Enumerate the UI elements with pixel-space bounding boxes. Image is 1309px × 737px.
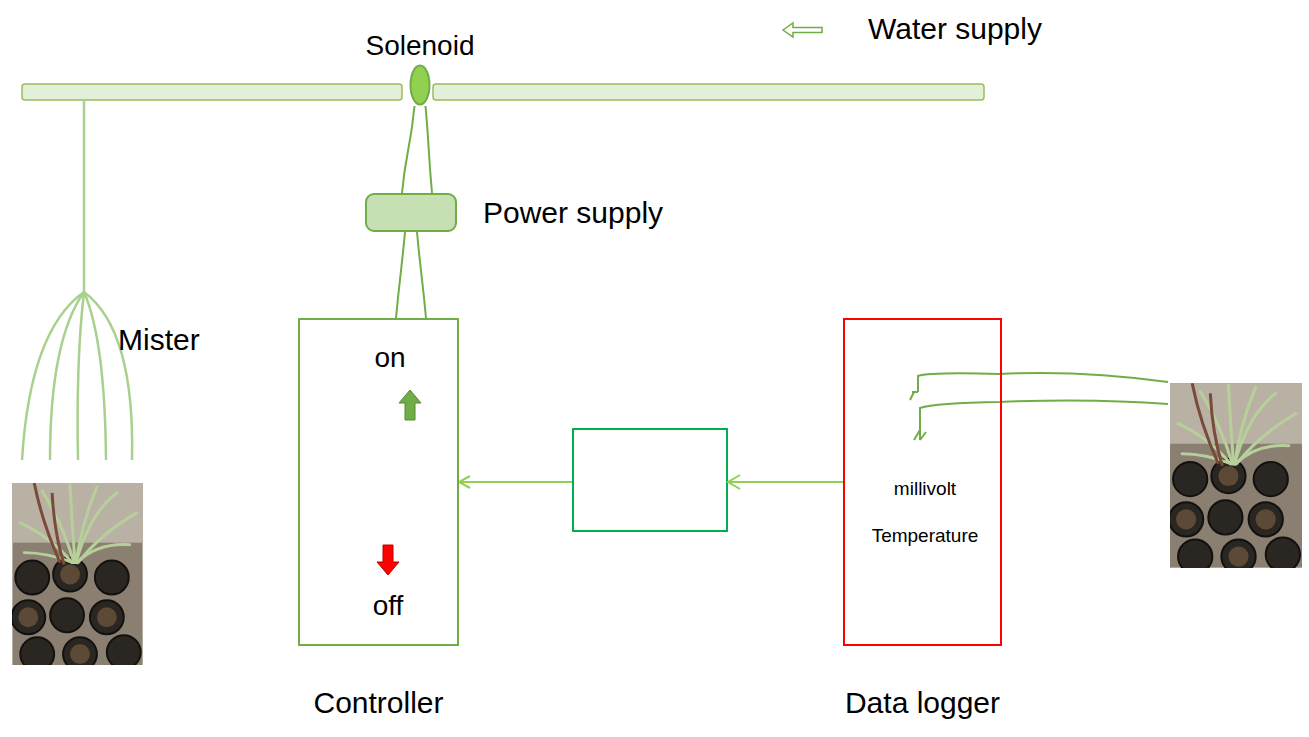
state-label: on xyxy=(374,342,405,374)
power-supply-box: Power supply xyxy=(365,193,457,232)
solenoid-valve: Solenoid xyxy=(409,64,431,106)
water-supply-label: Water supply xyxy=(868,12,1042,47)
power-supply-label: Power supply xyxy=(483,195,663,230)
data-logger-box: millivoltTemperatureData logger xyxy=(843,318,1002,646)
solenoid-shape xyxy=(409,64,431,106)
signal-label: millivolt xyxy=(894,478,956,500)
wire-pair xyxy=(402,106,432,193)
data-logger-label: Data logger xyxy=(845,686,1000,721)
solenoid-label: Solenoid xyxy=(366,30,475,62)
mister-label: Mister xyxy=(118,323,200,358)
controller-label: Controller xyxy=(313,686,443,721)
controller-box: onoffController xyxy=(298,318,459,646)
state-label: off xyxy=(373,590,404,622)
signal-label: Temperature xyxy=(872,525,979,547)
wire-pair xyxy=(396,232,426,318)
